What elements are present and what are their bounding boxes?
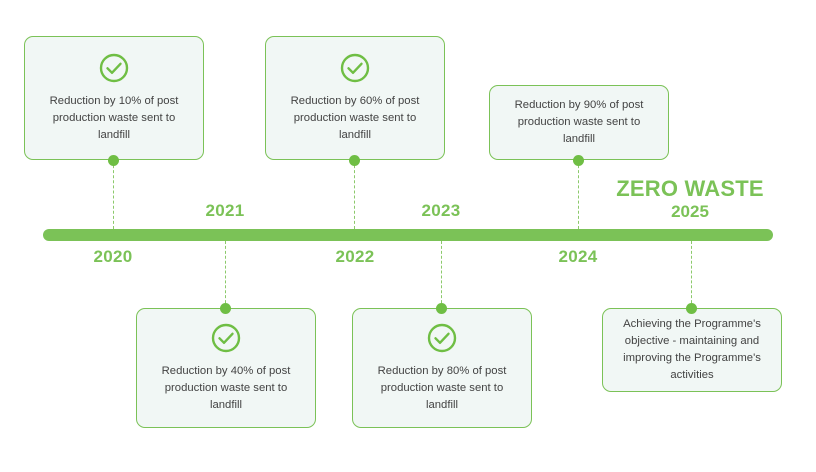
milestone-text: Reduction by 40% of post production wast… bbox=[161, 365, 291, 411]
milestone-card-2022[interactable]: Reduction by 60% of post production wast… bbox=[265, 36, 445, 160]
milestone-card-2020[interactable]: Reduction by 10% of post production wast… bbox=[24, 36, 204, 160]
check-circle-icon bbox=[210, 322, 242, 354]
year-label-2021: 2021 bbox=[205, 201, 245, 220]
timeline-dot-2021[interactable] bbox=[220, 303, 231, 314]
milestone-text: Reduction by 90% of post production wast… bbox=[514, 99, 644, 145]
year-label-2020: 2020 bbox=[93, 247, 133, 266]
zero-waste-headline: ZERO WASTE 2025 bbox=[600, 177, 780, 222]
milestone-card-2024[interactable]: Reduction by 90% of post production wast… bbox=[489, 85, 669, 160]
milestone-text: Reduction by 10% of post production wast… bbox=[49, 95, 179, 141]
timeline-dot-2022[interactable] bbox=[349, 155, 360, 166]
headline-title: ZERO WASTE bbox=[616, 176, 764, 201]
connector-line-2024 bbox=[578, 160, 580, 229]
connector-line-2023 bbox=[441, 241, 443, 308]
connector-line-2022 bbox=[354, 160, 356, 229]
connector-line-2021 bbox=[225, 241, 227, 308]
connector-line-2025 bbox=[691, 241, 693, 308]
connector-line-2020 bbox=[113, 160, 115, 229]
year-label-2022: 2022 bbox=[335, 247, 375, 266]
year-label-2023: 2023 bbox=[421, 201, 461, 220]
timeline-dot-2023[interactable] bbox=[436, 303, 447, 314]
timeline-dot-2024[interactable] bbox=[573, 155, 584, 166]
milestone-text: Reduction by 60% of post production wast… bbox=[290, 95, 420, 141]
milestone-text: Reduction by 80% of post production wast… bbox=[377, 365, 507, 411]
milestone-card-2023[interactable]: Reduction by 80% of post production wast… bbox=[352, 308, 532, 428]
check-circle-icon bbox=[98, 52, 130, 84]
milestone-text: Achieving the Programme's objective - ma… bbox=[623, 318, 761, 381]
milestone-card-2021[interactable]: Reduction by 40% of post production wast… bbox=[136, 308, 316, 428]
check-circle-icon bbox=[339, 52, 371, 84]
headline-year: 2025 bbox=[671, 202, 709, 222]
timeline-axis-bar bbox=[43, 229, 773, 241]
milestone-card-2025[interactable]: Achieving the Programme's objective - ma… bbox=[602, 308, 782, 392]
timeline-dot-2020[interactable] bbox=[108, 155, 119, 166]
timeline-dot-2025[interactable] bbox=[686, 303, 697, 314]
year-label-2024: 2024 bbox=[558, 247, 598, 266]
check-circle-icon bbox=[426, 322, 458, 354]
